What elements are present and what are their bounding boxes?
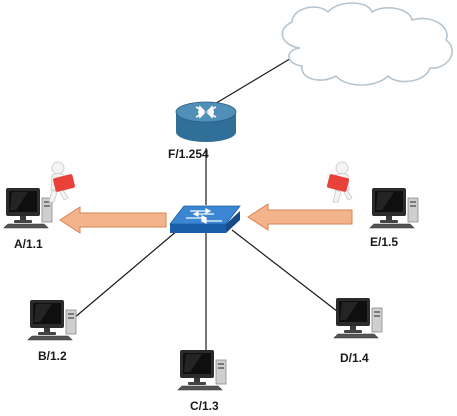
host-e-label: E/1.5 — [370, 235, 398, 249]
router-icon — [175, 101, 237, 142]
host-d — [333, 297, 383, 339]
link-switch-d — [231, 229, 343, 316]
host-d-label: D/1.4 — [340, 351, 369, 365]
host-b-label: B/1.2 — [38, 349, 67, 363]
host-b — [27, 299, 77, 341]
computer-e-icon — [369, 187, 419, 229]
host-e — [327, 161, 419, 229]
arrow-from-e — [247, 203, 353, 231]
link-switch-b — [73, 229, 179, 319]
host-a-label: A/1.1 — [14, 237, 43, 251]
computer-a-icon — [3, 187, 53, 229]
computer-b-icon — [27, 299, 77, 341]
host-c-label: C/1.3 — [190, 399, 219, 413]
host-c — [177, 349, 227, 391]
computer-d-icon — [333, 297, 383, 339]
courier-a-icon — [48, 161, 75, 203]
arrow-to-a — [59, 206, 167, 234]
cloud-icon — [281, 2, 453, 86]
host-a — [3, 161, 75, 229]
computer-c-icon — [177, 349, 227, 391]
router-label: F/1.254 — [168, 147, 209, 161]
link-router-cloud — [207, 53, 299, 109]
courier-e-icon — [327, 161, 353, 203]
switch-icon — [169, 205, 241, 233]
connections — [73, 53, 343, 352]
